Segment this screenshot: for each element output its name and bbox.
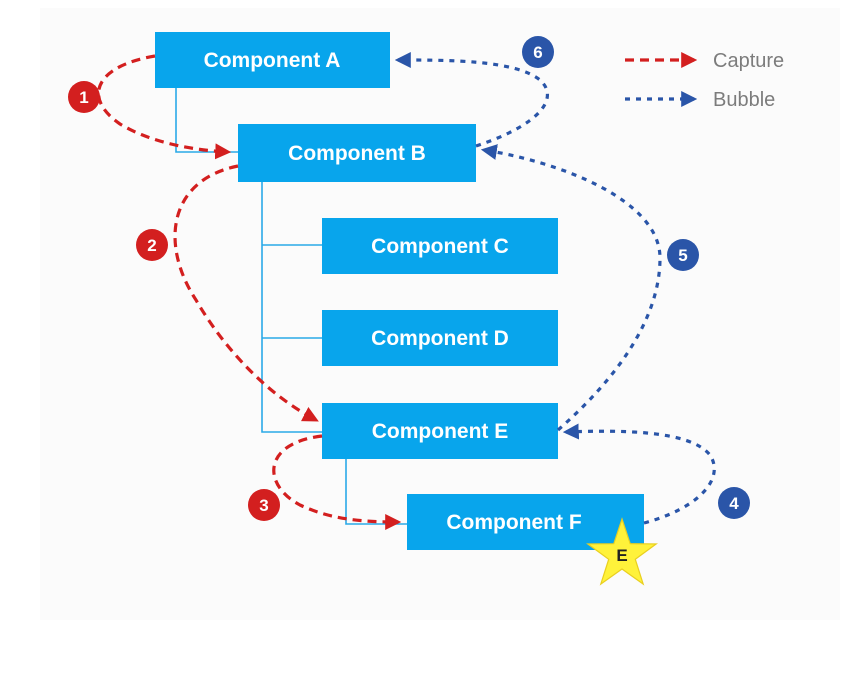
step-badge-6-circle [522,36,554,68]
component-e: Component E [322,403,558,459]
capture-arrows [97,54,402,530]
component-f: Component F [407,494,644,550]
step-badge-6: 6 [522,36,554,68]
step-badge-2: 2 [136,229,168,261]
component-b-box [238,124,476,182]
step-badge-5-circle [667,239,699,271]
component-a-box [155,32,390,88]
step-badge-3-circle [248,489,280,521]
component-b-label: Component B [288,142,426,165]
component-c-box [322,218,558,274]
legend: Capture Bubble [625,50,784,111]
legend-bubble-label: Bubble [713,89,775,111]
step-badge-6-label: 6 [533,43,542,62]
legend-capture-label: Capture [713,50,784,72]
capture-arrow-b-to-e [173,164,319,422]
connector-b-e [261,182,322,433]
step-badge-4-label: 4 [729,494,739,513]
event-origin-label: E [616,546,627,565]
step-badge-1-circle [68,81,100,113]
step-badge-5-label: 5 [678,246,687,265]
component-d-box [322,310,558,366]
step-badges: 1 2 3 4 5 6 [68,36,750,521]
capture-arrow-a-to-b [97,54,232,160]
component-a: Component A [155,32,390,88]
component-e-label: Component E [372,420,509,443]
component-a-label: Component A [204,49,341,72]
event-origin-marker: E [585,517,659,586]
step-badge-1: 1 [68,81,100,113]
legend-bubble: Bubble [625,89,775,111]
component-b: Component B [238,124,476,182]
step-badge-4: 4 [718,487,750,519]
star-icon [585,517,659,586]
step-badge-3-label: 3 [259,496,268,515]
step-badge-2-circle [136,229,168,261]
bubble-arrows [394,52,716,525]
step-badge-3: 3 [248,489,280,521]
component-f-box [407,494,644,550]
bubble-arrow-f-to-e [562,423,716,525]
component-f-label: Component F [446,511,581,534]
capture-arrow-e-to-f [272,434,402,530]
step-badge-2-label: 2 [147,236,156,255]
component-d: Component D [322,310,558,366]
component-c-label: Component C [371,235,509,258]
component-d-label: Component D [371,327,509,350]
component-e-box [322,403,558,459]
step-badge-1-label: 1 [79,88,88,107]
component-c: Component C [322,218,558,274]
step-badge-5: 5 [667,239,699,271]
legend-capture: Capture [625,50,784,72]
step-badge-4-circle [718,487,750,519]
